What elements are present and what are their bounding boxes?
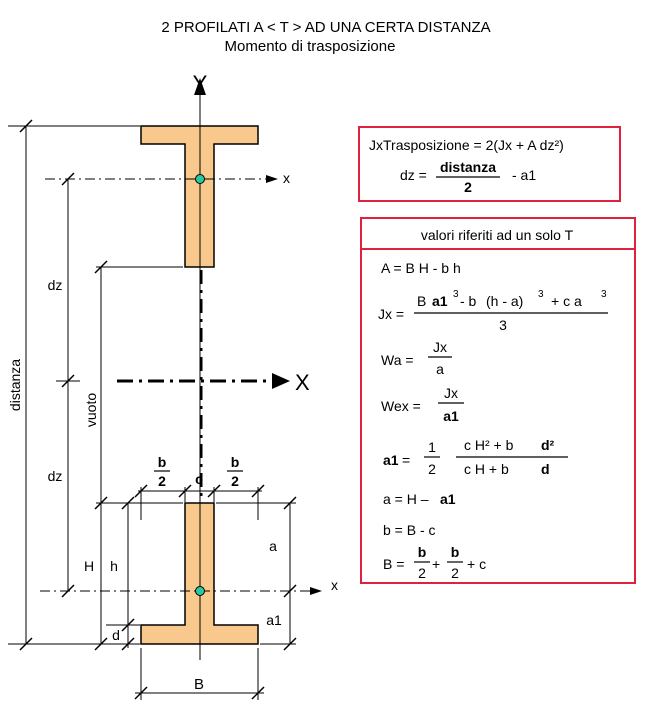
subtitle: Momento di trasposizione — [225, 38, 396, 55]
distanza-label: distanza — [7, 359, 23, 411]
c-label: c — [195, 471, 203, 487]
a1-den1: c H + b — [464, 461, 509, 477]
wex-lhs: Wex = — [381, 398, 421, 414]
b-left-den: 2 — [158, 473, 166, 489]
a-formula-a1: a1 — [440, 491, 456, 507]
jx-exp1: 3 — [453, 289, 459, 300]
top-local-x-label: x — [283, 170, 290, 186]
wex-num: Jx — [444, 385, 458, 401]
a1-num1: c H² + b — [464, 437, 514, 453]
jx-trasposizione-formula: JxTrasposizione = 2(Jx + A dz²) — [369, 137, 564, 153]
a1-eq: = — [402, 452, 410, 468]
jx-lhs: Jx = — [378, 306, 404, 322]
jx-exp3: 3 — [601, 289, 607, 300]
B-formula-b1: b — [418, 544, 427, 560]
jx-minus-b: - b — [460, 293, 477, 309]
b-right-den: 2 — [231, 473, 239, 489]
top-local-axis-arrow — [266, 175, 278, 183]
bottom-centroid — [195, 586, 205, 596]
jx-den: 3 — [499, 317, 507, 333]
dz-formula-den: 2 — [464, 179, 472, 195]
a-formula: a = H – — [383, 491, 429, 507]
B-formula-b2: b — [451, 544, 460, 560]
dz-formula-tail: - a1 — [512, 167, 536, 183]
bottom-local-axis-arrow — [310, 587, 322, 595]
B-formula-tail: + c — [467, 556, 486, 572]
B-formula-21: 2 — [418, 565, 426, 581]
a1-label: a1 — [266, 612, 282, 628]
a1-num2: d² — [541, 437, 555, 453]
dz-formula-lhs: dz = — [400, 167, 427, 183]
a-label: a — [269, 538, 277, 554]
a1-lhs: a1 — [383, 452, 399, 468]
wa-lhs: Wa = — [381, 352, 414, 368]
B-formula-22: 2 — [451, 565, 459, 581]
dz-top-label: dz — [48, 277, 63, 293]
wex-den: a1 — [443, 408, 459, 424]
jx-exp2: 3 — [538, 289, 544, 300]
x-axis-label: X — [295, 370, 310, 395]
title: 2 PROFILATI A < T > AD UNA CERTA DISTANZ… — [161, 19, 490, 36]
jx-a1: a1 — [432, 293, 448, 309]
b-left-num: b — [158, 454, 167, 470]
wa-num: Jx — [433, 339, 447, 355]
B-formula-plus: + — [432, 556, 440, 572]
dz-bottom-label: dz — [48, 468, 63, 484]
h-label: h — [110, 558, 118, 574]
bottom-local-x-label: x — [331, 577, 338, 593]
box-heading: valori riferiti ad un solo T — [421, 227, 574, 243]
d-label: d — [112, 627, 120, 643]
jx-tail: + c a — [551, 293, 582, 309]
jx-B: B — [417, 293, 426, 309]
x-axis-arrow — [272, 373, 290, 389]
vuoto-label: vuoto — [83, 393, 99, 427]
a1-two: 2 — [428, 461, 436, 477]
b-formula: b = B - c — [383, 522, 436, 538]
y-axis-arrow — [194, 78, 206, 95]
dz-formula-num: distanza — [440, 159, 496, 175]
B-formula-lhs: B = — [383, 556, 404, 572]
B-label: B — [194, 676, 204, 693]
trasposizione-box — [358, 126, 621, 202]
jx-paren: (h - a) — [486, 293, 523, 309]
wa-den: a — [436, 361, 444, 377]
b-right-num: b — [231, 454, 240, 470]
area-formula: A = B H - b h — [381, 260, 461, 276]
a1-den2: d — [541, 461, 550, 477]
a1-one: 1 — [428, 439, 436, 455]
single-t-values-box — [360, 217, 636, 584]
H-label: H — [84, 558, 94, 574]
top-centroid — [195, 174, 205, 184]
y-axis-label: Y — [193, 71, 208, 96]
